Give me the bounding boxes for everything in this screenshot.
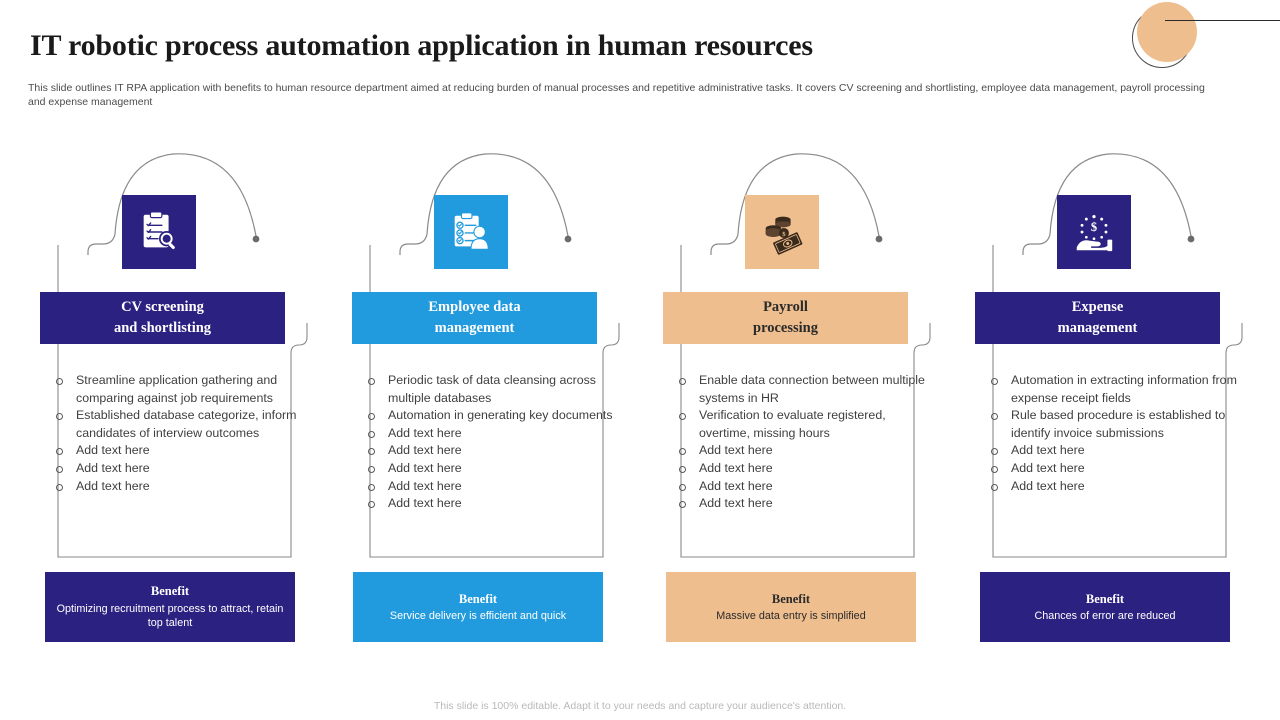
card-outline-cv-screening: [28, 245, 318, 560]
bullet-list-expense: Automation in extracting information fro…: [985, 372, 1247, 495]
title-line-1: CV screening: [121, 298, 204, 315]
title-line-2: processing: [753, 320, 818, 336]
card-outline-expense: [963, 245, 1253, 560]
list-item[interactable]: Add text here: [673, 495, 935, 513]
decoration-line: [1165, 20, 1280, 21]
list-item[interactable]: Add text here: [673, 442, 935, 460]
benefit-text: Optimizing recruitment process to attrac…: [56, 602, 284, 630]
list-item[interactable]: Add text here: [985, 442, 1247, 460]
benefit-box-employee-data[interactable]: Benefit Service delivery is efficient an…: [353, 572, 603, 642]
list-item: Established database categorize, inform …: [50, 407, 312, 442]
benefit-box-payroll[interactable]: Benefit Massive data entry is simplified: [666, 572, 916, 642]
card-outline-payroll: [651, 245, 941, 560]
icon-tile-employee-data: [434, 195, 508, 269]
title-line-2: and shortlisting: [113, 320, 212, 336]
benefit-text: Service delivery is efficient and quick: [389, 609, 567, 622]
list-item[interactable]: Add text here: [362, 425, 624, 443]
list-item: Automation in generating key documents: [362, 407, 624, 425]
column-title-expense: Expense management: [975, 292, 1220, 344]
column-payroll-processing[interactable]: $ Payroll processing: [651, 140, 941, 560]
icon-tile-payroll: $: [745, 195, 819, 269]
benefit-heading: Benefit: [150, 584, 190, 599]
bullet-list-cv-screening: Streamline application gathering and com…: [50, 372, 312, 495]
title-line-2: management: [1057, 320, 1138, 336]
svg-text:$: $: [1091, 220, 1097, 234]
benefit-heading: Benefit: [458, 591, 498, 606]
list-item[interactable]: Add text here: [362, 478, 624, 496]
title-line-1: Payroll: [763, 298, 808, 315]
list-item[interactable]: Add text here: [985, 460, 1247, 478]
list-item[interactable]: Add text here: [362, 442, 624, 460]
column-expense-management[interactable]: $ Expense management Automation in extra…: [963, 140, 1253, 560]
list-item[interactable]: Add text here: [673, 478, 935, 496]
list-item[interactable]: Add text here: [362, 495, 624, 513]
columns-container: CV screening and shortlisting Streamline…: [0, 140, 1280, 560]
column-cv-screening[interactable]: CV screening and shortlisting Streamline…: [28, 140, 318, 560]
clipboard-person-icon: [454, 212, 489, 250]
svg-text:$: $: [782, 231, 786, 238]
list-item: Rule based procedure is established to i…: [985, 407, 1247, 442]
clipboard-search-icon: [143, 211, 175, 250]
column-employee-data-management[interactable]: Employee data management Periodic task o…: [340, 140, 630, 560]
benefit-box-cv-screening[interactable]: Benefit Optimizing recruitment process t…: [45, 572, 295, 642]
title-line-2: management: [434, 320, 515, 336]
decoration-circle-icon: [1137, 2, 1197, 62]
corner-decoration: [1110, 0, 1280, 75]
benefit-text: Massive data entry is simplified: [716, 609, 866, 622]
column-title-employee-data: Employee data management: [352, 292, 597, 344]
column-title-cv-screening: CV screening and shortlisting: [40, 292, 285, 344]
list-item[interactable]: Add text here: [50, 460, 312, 478]
list-item: Periodic task of data cleansing across m…: [362, 372, 624, 407]
benefit-box-expense[interactable]: Benefit Chances of error are reduced: [980, 572, 1230, 642]
money-coins-icon: $: [765, 216, 803, 255]
list-item[interactable]: Add text here: [985, 478, 1247, 496]
title-line-1: Expense: [1071, 298, 1124, 315]
card-outline-employee-data: [340, 245, 630, 560]
bullet-list-payroll: Enable data connection between multiple …: [673, 372, 935, 513]
benefit-heading: Benefit: [1085, 591, 1125, 606]
list-item[interactable]: Add text here: [362, 460, 624, 478]
list-item[interactable]: Add text here: [50, 442, 312, 460]
bullet-list-employee-data: Periodic task of data cleansing across m…: [362, 372, 624, 513]
hand-money-icon: $: [1076, 215, 1113, 252]
tag-rope-arc: [681, 140, 911, 255]
tag-rope-arc: [370, 140, 600, 255]
page-title: IT robotic process automation applicatio…: [30, 29, 813, 62]
benefit-text: Chances of error are reduced: [1034, 609, 1176, 622]
list-item: Automation in extracting information fro…: [985, 372, 1247, 407]
tag-rope-arc: [993, 140, 1223, 255]
benefits-container: Benefit Optimizing recruitment process t…: [0, 572, 1280, 652]
icon-tile-cv-screening: [122, 195, 196, 269]
page-subtitle: This slide outlines IT RPA application w…: [28, 82, 1205, 109]
list-item[interactable]: Add text here: [50, 478, 312, 496]
tag-rope-arc: [58, 140, 288, 255]
list-item: Streamline application gathering and com…: [50, 372, 312, 407]
benefit-heading: Benefit: [771, 591, 811, 606]
column-title-payroll: Payroll processing: [663, 292, 908, 344]
list-item[interactable]: Add text here: [673, 460, 935, 478]
list-item: Verification to evaluate registered, ove…: [673, 407, 935, 442]
title-line-1: Employee data: [428, 298, 521, 315]
footer-note: This slide is 100% editable. Adapt it to…: [433, 700, 847, 712]
icon-tile-expense: $: [1057, 195, 1131, 269]
list-item: Enable data connection between multiple …: [673, 372, 935, 407]
